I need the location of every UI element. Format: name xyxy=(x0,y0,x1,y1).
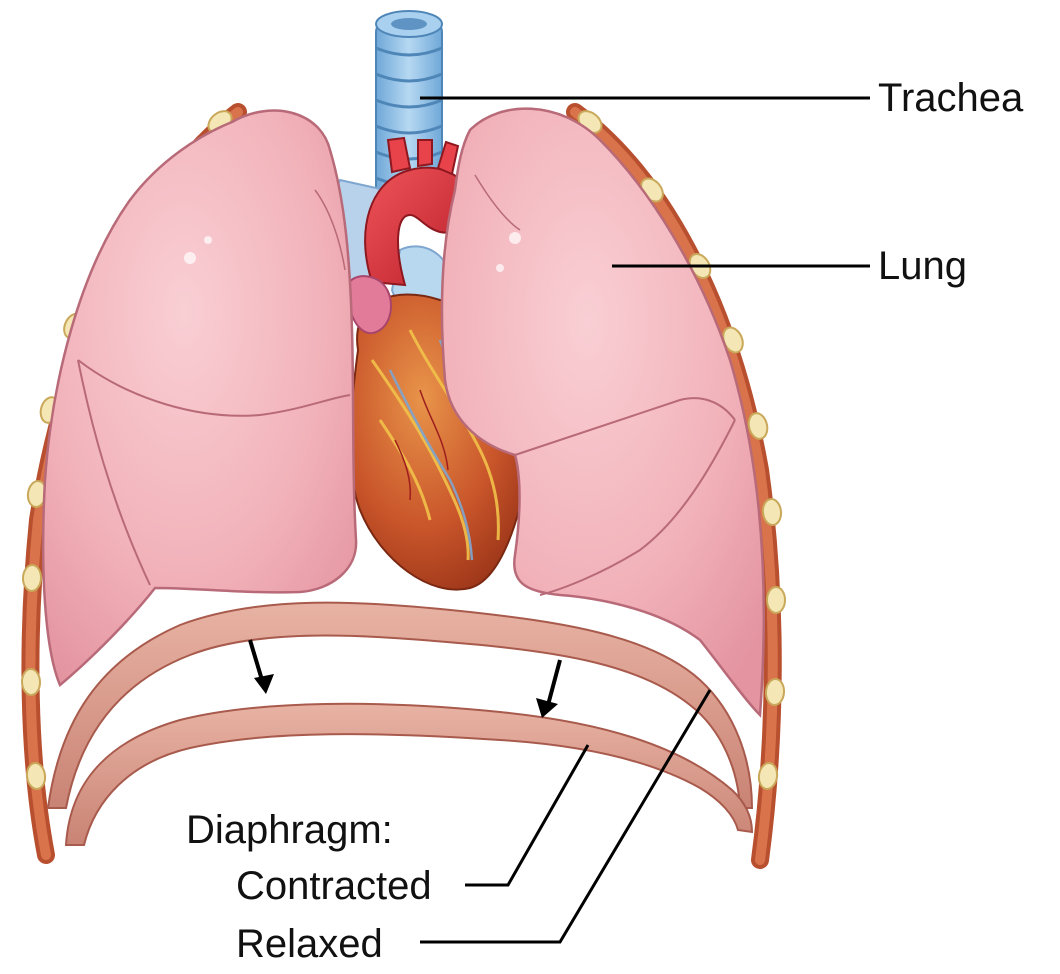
down-arrow-icon xyxy=(536,660,560,718)
diaphragm-label: Diaphragm: xyxy=(186,810,393,850)
contracted-leader-line xyxy=(465,745,588,885)
trachea-label: Trachea xyxy=(878,78,1023,118)
contracted-label: Contracted xyxy=(236,866,432,906)
diaphragm-contracted xyxy=(66,704,752,845)
left-lung xyxy=(43,111,356,685)
relaxed-label: Relaxed xyxy=(236,924,383,964)
lung-label: Lung xyxy=(878,246,967,286)
down-arrow-icon xyxy=(250,640,274,694)
